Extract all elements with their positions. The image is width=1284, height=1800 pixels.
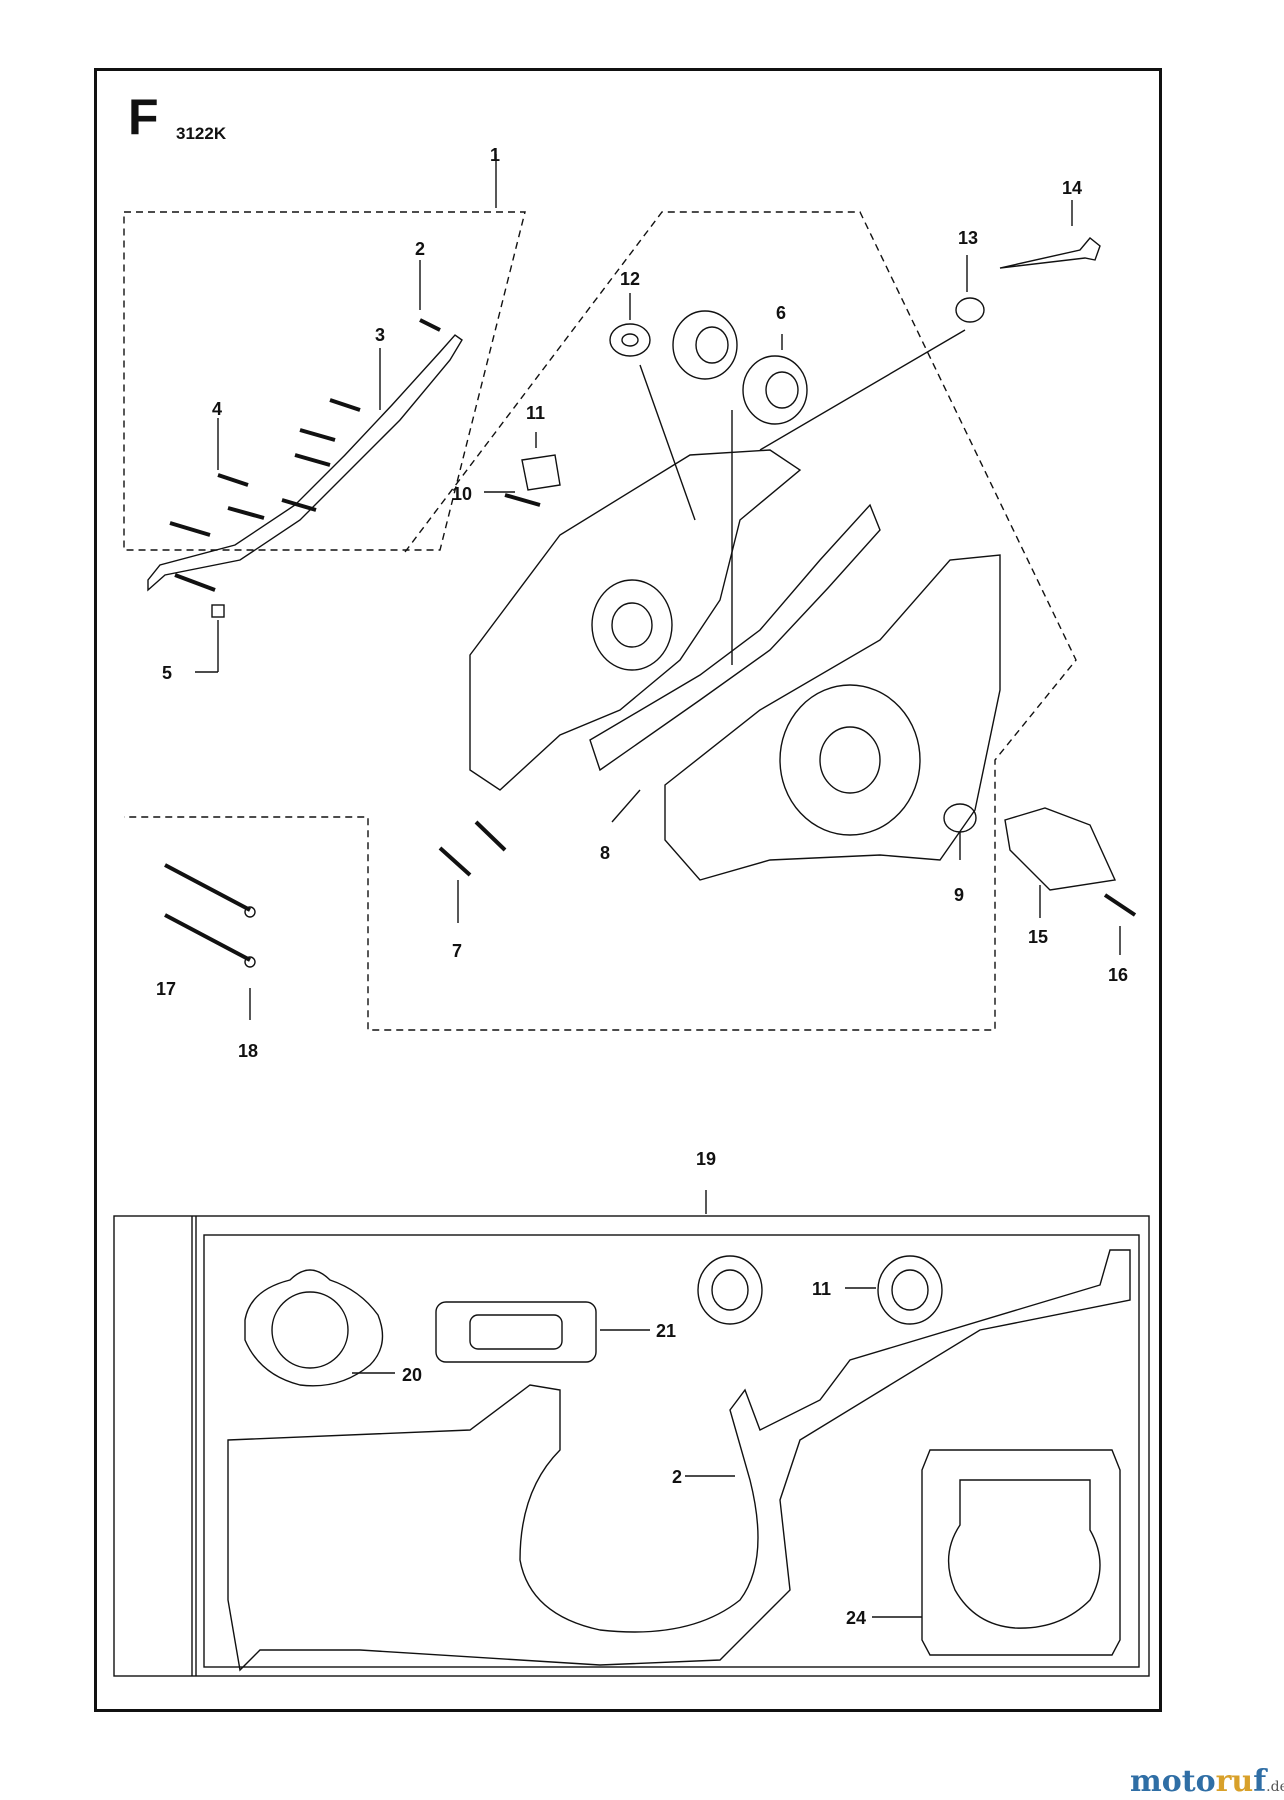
section-code: 3122K bbox=[176, 124, 227, 143]
callout-19: 19 bbox=[696, 1149, 717, 1169]
watermark-part-c: f bbox=[1253, 1764, 1267, 1799]
callout-9: 9 bbox=[954, 885, 965, 905]
callout-15: 15 bbox=[1028, 927, 1049, 947]
callout-11: 11 bbox=[526, 403, 546, 423]
part-20-gasket bbox=[244, 1269, 384, 1387]
part-2-gasket bbox=[227, 1249, 1131, 1672]
callout-6: 6 bbox=[776, 303, 787, 323]
watermark-logo: motoruf.de bbox=[1130, 1764, 1284, 1799]
callout-13: 13 bbox=[958, 228, 979, 248]
callout-14: 14 bbox=[1062, 178, 1083, 198]
part-6-bearing-b bbox=[742, 355, 808, 425]
part-24-gasket bbox=[921, 1449, 1121, 1656]
part-21-gasket bbox=[435, 1301, 597, 1363]
part-5-sleeve bbox=[211, 604, 225, 618]
callout-8: 8 bbox=[600, 843, 611, 863]
callout-2: 2 bbox=[415, 239, 426, 259]
watermark-part-a: moto bbox=[1130, 1764, 1216, 1799]
watermark-tld: .de bbox=[1266, 1779, 1284, 1795]
callout-5: 5 bbox=[162, 663, 173, 683]
part-11-seal-a bbox=[697, 1255, 763, 1325]
part-9-seal bbox=[943, 803, 977, 833]
callout-10: 10 bbox=[452, 484, 473, 504]
callout-7: 7 bbox=[452, 941, 463, 961]
callout-1: 1 bbox=[490, 145, 501, 165]
callout-3: 3 bbox=[375, 325, 386, 345]
callout-4: 4 bbox=[212, 399, 223, 419]
part-11-seal-b bbox=[877, 1255, 943, 1325]
part-11-sleeve bbox=[521, 454, 561, 491]
callout-21: 21 bbox=[656, 1321, 677, 1341]
kit-1-outline bbox=[123, 211, 526, 551]
callout-24: 24 bbox=[846, 1608, 867, 1628]
watermark-part-b: ru bbox=[1215, 1764, 1254, 1799]
part-crankcase-right bbox=[664, 554, 1001, 881]
part-screws-4 bbox=[169, 318, 441, 592]
callout-kit-2: 2 bbox=[672, 1467, 683, 1487]
part-12-seal bbox=[609, 323, 651, 357]
part-8-gasket bbox=[589, 503, 881, 772]
callout-12: 12 bbox=[620, 269, 641, 289]
gasket-kit-box bbox=[113, 1215, 1150, 1677]
part-6-bearing-a bbox=[672, 310, 738, 380]
part-crankcase-left bbox=[469, 449, 802, 791]
part-15-shield bbox=[1004, 807, 1117, 891]
callout-17: 17 bbox=[156, 979, 177, 999]
part-13-seal bbox=[955, 297, 985, 323]
diagram-frame bbox=[94, 68, 1162, 1712]
part-14-plug bbox=[999, 237, 1101, 269]
part-gasket-strip bbox=[147, 334, 463, 592]
crankcase-group-outline bbox=[124, 211, 1077, 1031]
callout-kit-11: 11 bbox=[812, 1279, 832, 1299]
callout-20: 20 bbox=[402, 1365, 423, 1385]
section-letter: F bbox=[128, 89, 159, 145]
callout-16: 16 bbox=[1108, 965, 1129, 985]
callout-18: 18 bbox=[238, 1041, 259, 1061]
